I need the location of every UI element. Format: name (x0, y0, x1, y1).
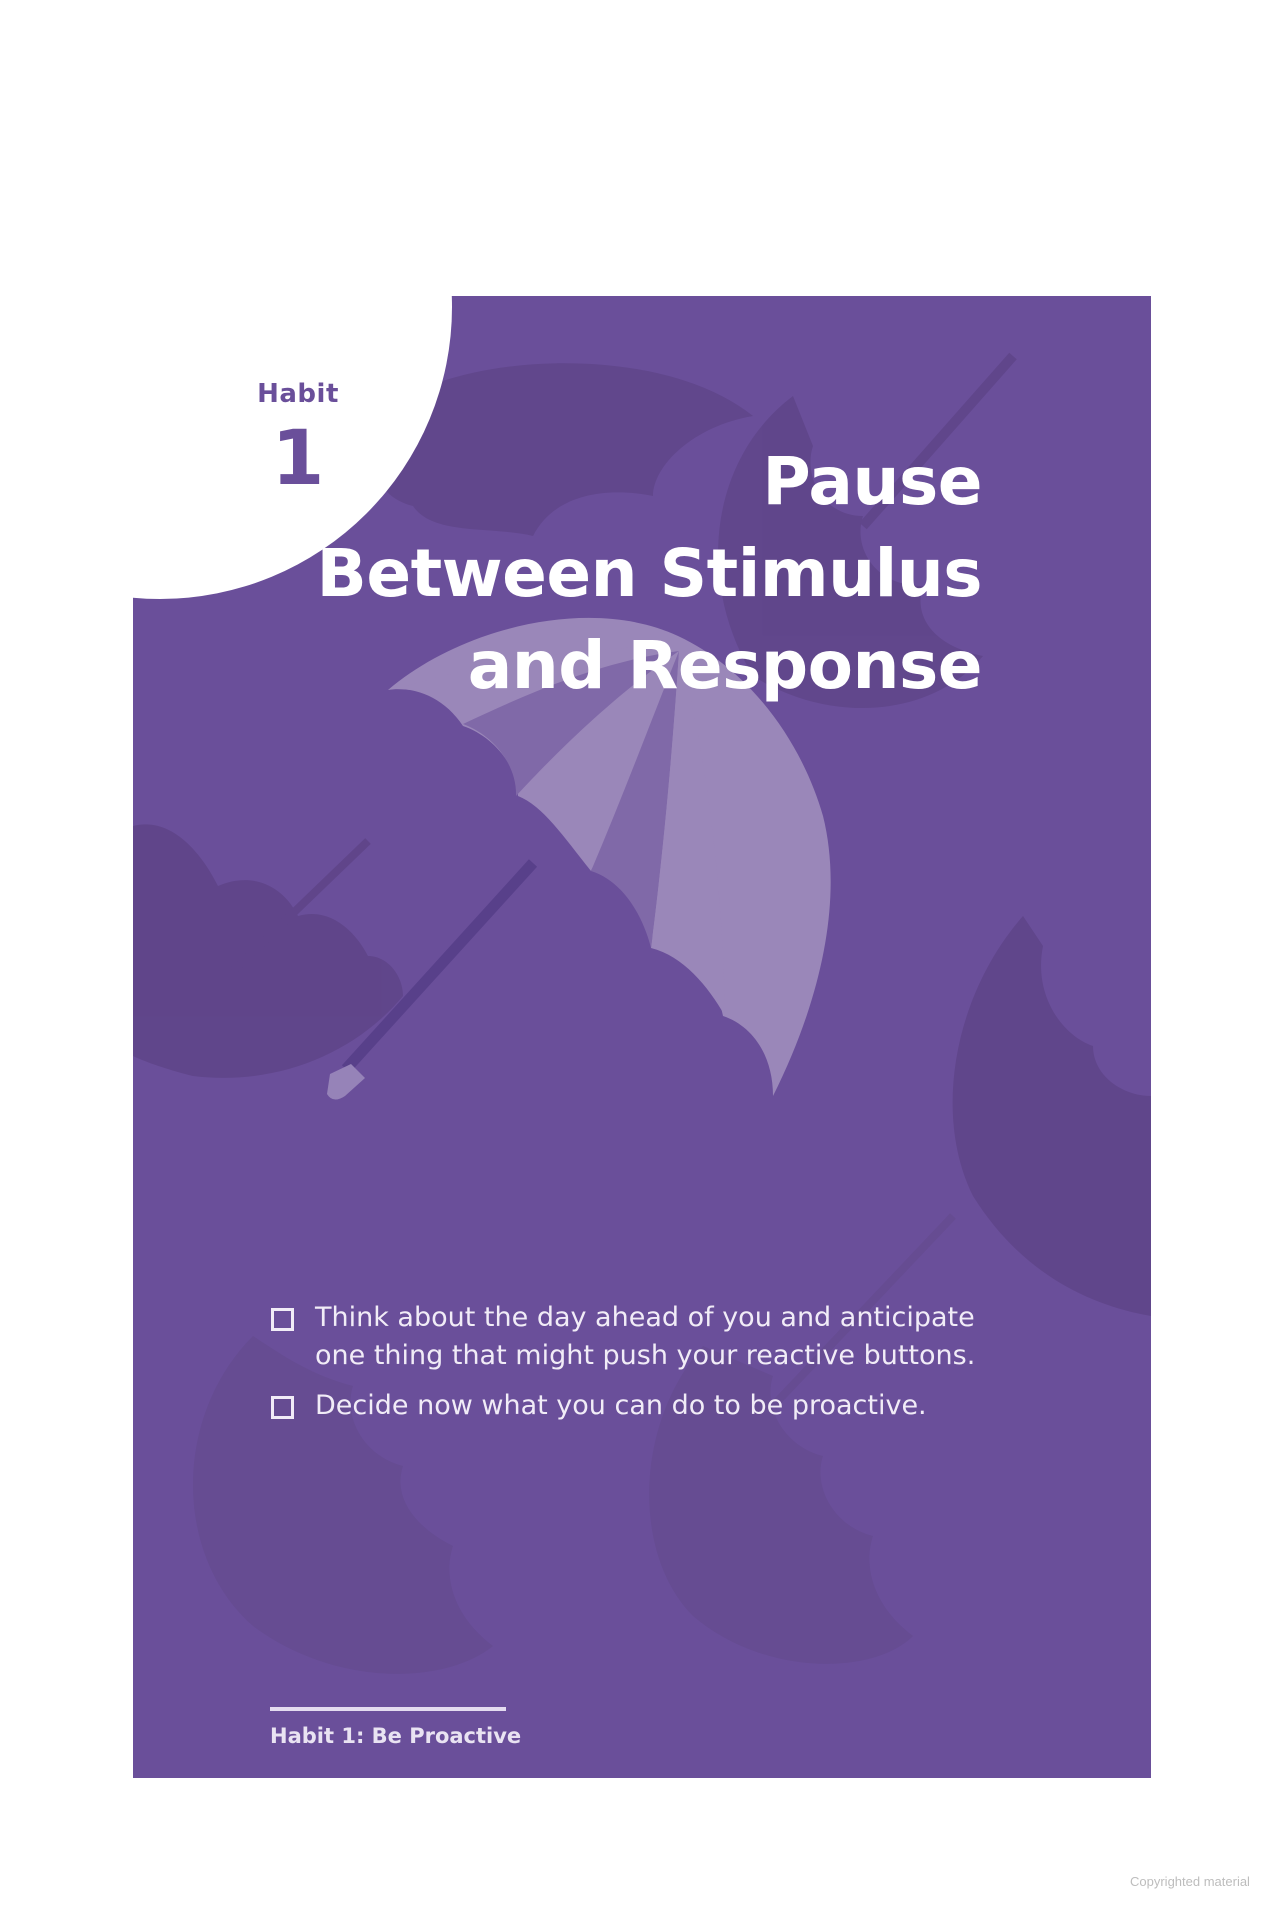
checklist-item: Think about the day ahead of you and ant… (271, 1299, 1031, 1375)
background-umbrella-icon (193, 1213, 956, 1674)
footer-divider (270, 1707, 506, 1711)
habit-label: Habit (257, 379, 339, 409)
copyright-notice: Copyrighted material (1130, 1874, 1250, 1889)
umbrella-icon (327, 617, 831, 1100)
habit-card: Habit 1 Pause Between Stimulus and Respo… (133, 296, 1151, 1778)
background-umbrella-icon (952, 916, 1151, 1316)
title-line: and Response (467, 627, 983, 704)
title-line: Between Stimulus (316, 535, 983, 612)
background-umbrella-icon (373, 363, 753, 536)
umbrella-background-illustration (133, 352, 1151, 1674)
action-checklist: Think about the day ahead of you and ant… (271, 1299, 1031, 1437)
footer-caption: Habit 1: Be Proactive (270, 1724, 522, 1748)
checklist-item-text: Decide now what you can do to be proacti… (315, 1390, 927, 1421)
background-umbrella-icon (718, 352, 1017, 709)
checklist-item: Decide now what you can do to be proacti… (271, 1387, 1031, 1425)
background-umbrella-icon (133, 824, 403, 1078)
checklist-item-text: Think about the day ahead of you and ant… (315, 1302, 976, 1371)
habit-number: 1 (271, 413, 325, 502)
checkbox-icon[interactable] (271, 1308, 294, 1331)
page-title: Pause Between Stimulus and Response (316, 436, 983, 712)
checkbox-icon[interactable] (271, 1396, 294, 1419)
title-line: Pause (762, 443, 982, 520)
